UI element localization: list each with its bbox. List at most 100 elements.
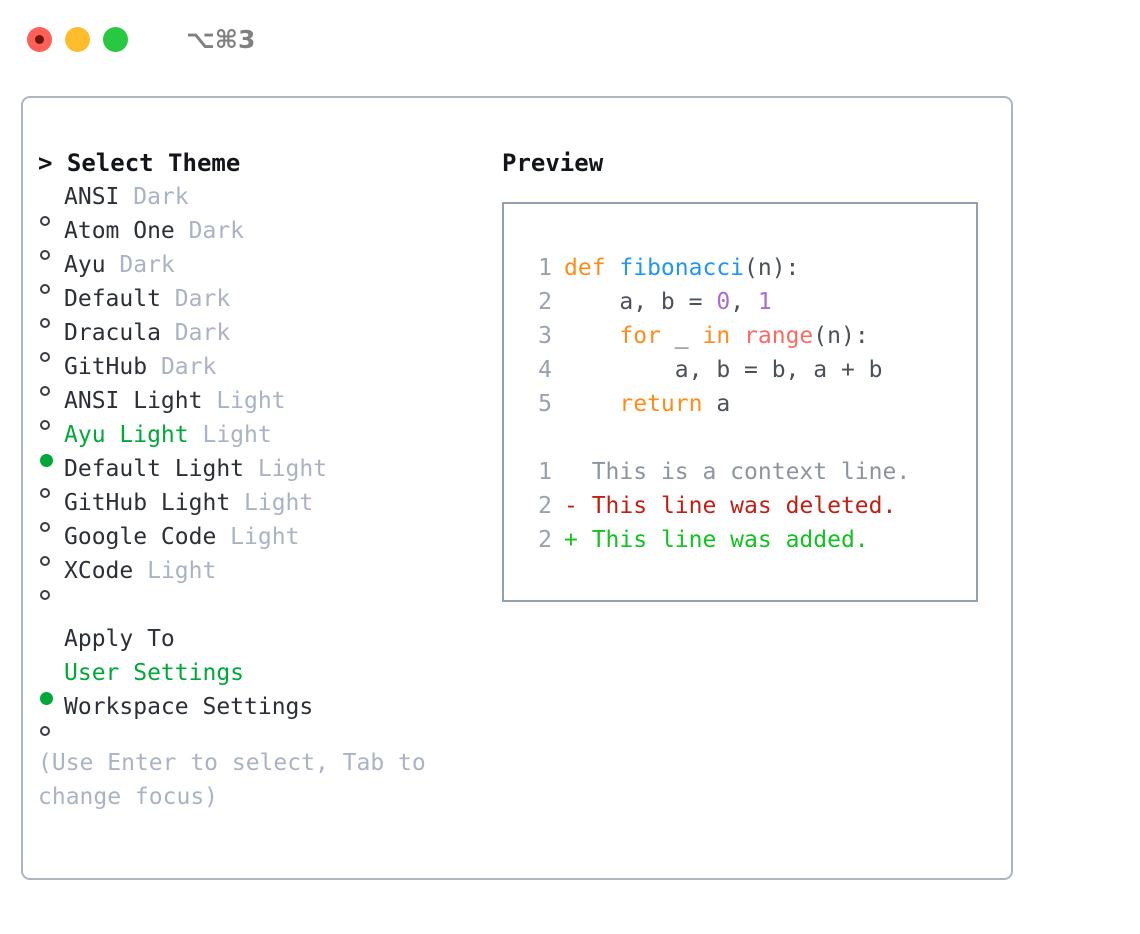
code-diff-gap	[522, 421, 976, 455]
theme-name: GitHub	[64, 354, 148, 380]
theme-variant-tag: Dark	[105, 252, 175, 278]
code-line: 5 return a	[522, 387, 976, 421]
theme-option-github-light[interactable]: GitHub Light Light	[38, 486, 488, 532]
diff-sign	[564, 459, 578, 485]
help-hint-text: (Use Enter to select, Tab to change focu…	[38, 750, 440, 810]
code-token	[730, 323, 744, 349]
theme-option-xcode[interactable]: XCode Light	[38, 554, 488, 600]
theme-option-ayu[interactable]: Ayu Dark	[38, 248, 488, 294]
theme-variant-tag: Dark	[119, 184, 189, 210]
section-spacer	[38, 588, 488, 622]
theme-name: Default	[64, 286, 161, 312]
code-line: 2 a, b = 0, 1	[522, 285, 976, 319]
apply-to-heading: Apply To	[64, 626, 175, 652]
help-spacer	[38, 724, 488, 746]
code-token: a, b =	[564, 289, 717, 315]
line-number: 5	[538, 391, 552, 417]
select-theme-heading: > Select Theme	[38, 149, 241, 177]
theme-name: Atom One	[64, 218, 175, 244]
theme-variant-tag: Dark	[147, 354, 217, 380]
apply-to-option-workspace-settings[interactable]: Workspace Settings	[38, 690, 488, 736]
code-token: return	[619, 391, 703, 417]
code-token: in	[702, 323, 731, 349]
theme-variant-tag: Dark	[160, 320, 231, 346]
theme-name: ANSI Light	[64, 388, 203, 414]
diff-sample: 1 This is a context line.2- This line wa…	[522, 455, 976, 557]
theme-name: Dracula	[64, 320, 161, 346]
code-token: def	[564, 255, 620, 281]
theme-variant-tag: Light	[244, 456, 328, 482]
theme-variant-tag: Dark	[174, 218, 245, 244]
theme-option-dracula[interactable]: Dracula Dark	[38, 316, 488, 362]
minimize-window-button[interactable]	[65, 26, 90, 52]
diff-sign: -	[564, 493, 578, 519]
line-number: 1	[538, 255, 552, 281]
diff-line-ctx: 1 This is a context line.	[522, 455, 976, 489]
theme-name: XCode	[64, 558, 134, 584]
code-token: a, b = b, a + b	[564, 357, 883, 383]
close-window-button[interactable]	[27, 26, 52, 52]
apply-to-option-user-settings[interactable]: User Settings	[38, 656, 488, 705]
theme-option-atom-one[interactable]: Atom One Dark	[38, 214, 488, 260]
preview-heading: Preview	[502, 149, 604, 177]
keyboard-shortcut-label: ⌥⌘3	[186, 24, 256, 54]
theme-variant-tag: Light	[133, 558, 217, 584]
code-token	[564, 391, 619, 417]
apply-to-label: User Settings	[64, 660, 245, 686]
theme-option-ansi-light[interactable]: ANSI Light Light	[38, 384, 488, 430]
code-line: 1 def fibonacci(n):	[522, 251, 976, 285]
theme-name: ANSI	[64, 184, 120, 210]
code-token	[564, 323, 619, 349]
theme-variant-tag: Light	[216, 524, 300, 550]
theme-option-ayu-light[interactable]: Ayu Light Light	[38, 418, 488, 467]
code-token: ,	[730, 289, 758, 315]
maximize-window-button[interactable]	[103, 26, 128, 52]
theme-name: Default Light	[64, 456, 245, 482]
code-token: _	[660, 323, 703, 349]
diff-line-add: 2 + This line was added.	[522, 523, 976, 557]
line-number: 4	[538, 357, 552, 383]
line-number: 3	[538, 323, 552, 349]
theme-name: Ayu Light	[64, 422, 189, 448]
theme-option-default[interactable]: Default Dark	[38, 282, 488, 328]
code-line: 3 for _ in range(n):	[522, 319, 976, 353]
code-token: fibonacci	[619, 255, 745, 281]
traffic-lights	[27, 26, 128, 52]
apply-to-label: Workspace Settings	[64, 694, 314, 720]
theme-name: Ayu	[64, 252, 106, 278]
theme-variant-tag: Light	[188, 422, 272, 448]
code-token: for	[619, 323, 661, 349]
theme-option-google-code[interactable]: Google Code Light	[38, 520, 488, 566]
code-token: 0	[716, 289, 731, 315]
diff-text: This line was added.	[577, 527, 869, 553]
line-number: 1	[538, 459, 552, 485]
diff-text: This is a context line.	[577, 459, 911, 485]
title-bar: ⌥⌘3	[0, 0, 1140, 78]
theme-name: GitHub Light	[64, 490, 231, 516]
diff-text: This line was deleted.	[577, 493, 897, 519]
theme-variant-tag: Light	[202, 388, 286, 414]
theme-option-default-light[interactable]: Default Light Light	[38, 452, 488, 498]
code-token: 1	[757, 289, 772, 315]
theme-variant-tag: Dark	[160, 286, 231, 312]
code-token: (n):	[813, 323, 869, 349]
theme-name: Google Code	[64, 524, 217, 550]
code-token: a	[702, 391, 731, 417]
code-line: 4 a, b = b, a + b	[522, 353, 976, 387]
diff-line-del: 2- This line was deleted.	[522, 489, 976, 523]
line-number: 2	[538, 493, 552, 519]
line-number: 2	[538, 527, 552, 553]
theme-option-github[interactable]: GitHub Dark	[38, 350, 488, 396]
theme-option-ansi[interactable]: ANSI Dark	[38, 180, 488, 226]
diff-sign: +	[564, 527, 578, 553]
code-token: (n):	[744, 255, 800, 281]
theme-variant-tag: Light	[230, 490, 314, 516]
